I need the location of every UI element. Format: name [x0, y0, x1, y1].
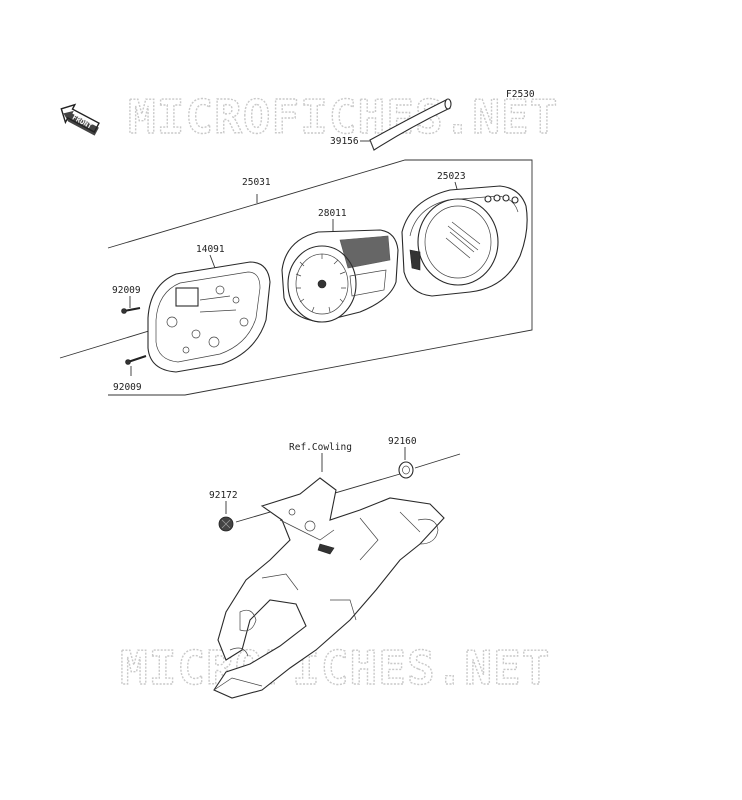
label-25031: 25031 — [242, 177, 271, 188]
label-92009-lower: 92009 — [113, 382, 142, 393]
watermark-top: MICROFICHES.NET — [128, 90, 558, 144]
part-92160-grommet — [398, 461, 414, 479]
label-92009-upper: 92009 — [112, 285, 141, 296]
label-28011: 28011 — [318, 208, 347, 219]
part-14091-meter-case — [147, 261, 271, 373]
part-25023-meter-cover — [401, 185, 528, 297]
part-28011-meter-body — [281, 229, 399, 323]
label-14091: 14091 — [196, 244, 225, 255]
label-92160: 92160 — [388, 436, 417, 447]
label-25023: 25023 — [437, 171, 466, 182]
front-arrow-icon: FRONT — [60, 103, 100, 136]
part-meter-bracket-frame — [213, 477, 445, 699]
label-39156: 39156 — [330, 136, 359, 147]
label-92172: 92172 — [209, 490, 238, 501]
part-92009-screw-upper — [121, 307, 141, 314]
part-39156-strip — [369, 98, 452, 151]
part-92009-screw-lower — [125, 355, 147, 365]
watermark-bottom: MICROFICHES.NET — [120, 641, 550, 695]
part-92172-screw — [218, 516, 234, 532]
label-ref-cowling: Ref.Cowling — [289, 442, 352, 453]
diagram-code: F2530 — [506, 89, 535, 100]
